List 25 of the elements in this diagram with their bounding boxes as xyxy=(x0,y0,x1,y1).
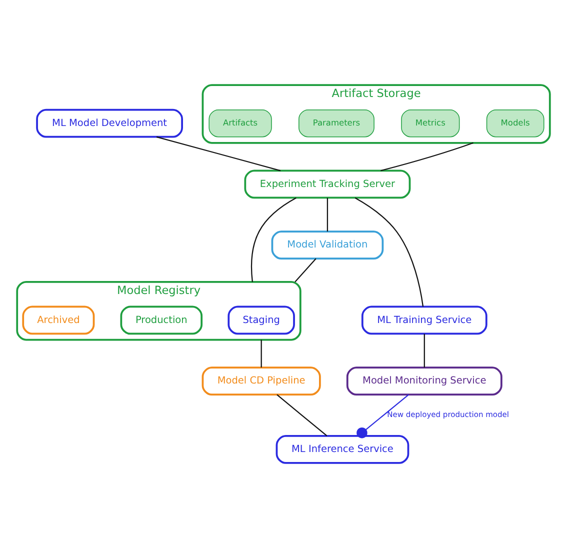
node-box: Production xyxy=(120,305,203,334)
connector xyxy=(424,333,425,367)
connector xyxy=(294,258,316,282)
connector xyxy=(156,136,281,171)
edge-label: New deployed production model xyxy=(387,410,509,419)
node-box: ML Training Service xyxy=(361,305,488,334)
node-box: Models xyxy=(486,108,544,137)
node-box: Metrics xyxy=(401,108,460,137)
node-box: ML Model Development xyxy=(36,108,183,138)
connector xyxy=(260,339,262,367)
connector xyxy=(276,394,328,436)
node-box: Experiment Tracking Server xyxy=(244,169,411,198)
node-box: Parameters xyxy=(298,108,374,137)
connector xyxy=(354,196,424,306)
node-box: Artifacts xyxy=(208,108,272,137)
node-box: Archived xyxy=(22,305,95,334)
connector xyxy=(250,196,296,282)
node-box: Staging xyxy=(228,305,295,334)
connector xyxy=(356,394,409,438)
node-box: Model Validation xyxy=(271,230,384,260)
node-box: Model Monitoring Service xyxy=(346,366,502,396)
connector xyxy=(380,142,474,171)
node-box: Model CD Pipeline xyxy=(202,366,321,396)
node-box: ML Inference Service xyxy=(276,434,410,464)
connector xyxy=(326,197,328,231)
